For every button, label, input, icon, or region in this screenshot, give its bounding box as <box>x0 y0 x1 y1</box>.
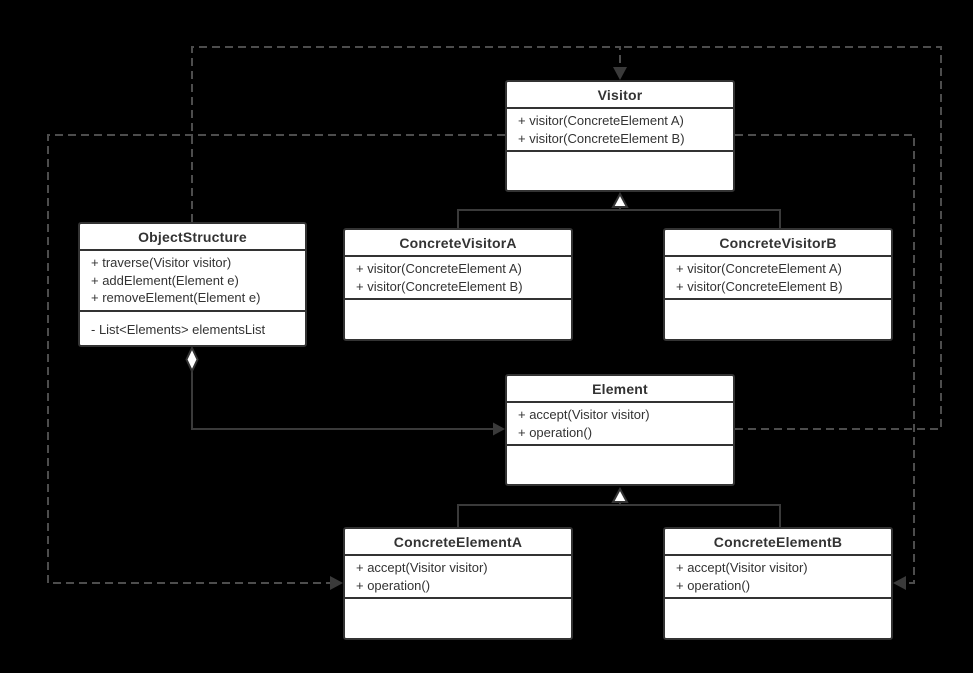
dependency-element-to-visitor <box>620 46 942 430</box>
class-visitor-empty-compartment <box>507 150 733 190</box>
arrowhead-into-concreteelementa-icon <box>330 576 343 590</box>
attribute-line: - List<Elements> elementsList <box>91 321 266 337</box>
method-line: + accept(Visitor visitor) <box>356 560 488 575</box>
dependency-visitor-to-concreteelementb <box>735 134 915 584</box>
class-concretevisitorb-empty-compartment <box>665 298 891 339</box>
class-concreteelementa: ConcreteElementA + accept(Visitor visito… <box>343 527 573 640</box>
class-concreteelementb-empty-compartment <box>665 597 891 638</box>
class-concretevisitora-name: ConcreteVisitorA <box>345 230 571 257</box>
class-concretevisitora-methods: + visitor(ConcreteElement A) + visitor(C… <box>345 257 571 298</box>
arrowhead-into-concreteelementb-icon <box>893 576 906 590</box>
class-concretevisitorb-methods: + visitor(ConcreteElement A) + visitor(C… <box>665 257 891 298</box>
method-line: + visitor(ConcreteElement B) <box>518 130 685 146</box>
class-objectstructure-name: ObjectStructure <box>80 224 305 251</box>
dependency-visitor-to-concreteelementa <box>47 134 505 584</box>
arrowhead-into-element-icon <box>493 422 505 436</box>
method-line: + visitor(ConcreteElement A) <box>676 261 842 276</box>
class-visitor-methods: + visitor(ConcreteElement A) + visitor(C… <box>507 109 733 150</box>
class-concretevisitora-empty-compartment <box>345 298 571 339</box>
class-concreteelementb-methods: + accept(Visitor visitor) + operation() <box>665 556 891 597</box>
class-visitor: Visitor + visitor(ConcreteElement A) + v… <box>505 80 735 192</box>
class-objectstructure-methods: + traverse(Visitor visitor) + addElement… <box>80 251 305 310</box>
class-concretevisitorb: ConcreteVisitorB + visitor(ConcreteEleme… <box>663 228 893 341</box>
inheritance-triangle-visitor-icon <box>611 191 629 208</box>
arrowhead-into-visitor-top-icon <box>613 67 627 80</box>
method-line: + accept(Visitor visitor) <box>518 407 650 422</box>
class-concreteelementa-methods: + accept(Visitor visitor) + operation() <box>345 556 571 597</box>
method-line: + visitor(ConcreteElement A) <box>518 113 684 128</box>
class-concreteelementb: ConcreteElementB + accept(Visitor visito… <box>663 527 893 640</box>
method-line: + visitor(ConcreteElement B) <box>676 278 843 294</box>
inheritance-triangle-element-icon <box>611 486 629 503</box>
method-line: + operation() <box>518 424 593 440</box>
method-line: + visitor(ConcreteElement B) <box>356 278 523 294</box>
class-objectstructure-attributes: - List<Elements> elementsList <box>80 309 305 346</box>
class-element-methods: + accept(Visitor visitor) + operation() <box>507 403 733 444</box>
class-visitor-name: Visitor <box>507 82 733 109</box>
class-concretevisitora: ConcreteVisitorA + visitor(ConcreteEleme… <box>343 228 573 341</box>
inheritance-lines-visitor <box>457 206 781 228</box>
class-element-name: Element <box>507 376 733 403</box>
method-line: + accept(Visitor visitor) <box>676 560 808 575</box>
aggregation-diamond-icon <box>185 345 199 374</box>
dependency-objectstructure-to-visitor <box>191 46 621 222</box>
method-line: + traverse(Visitor visitor) <box>91 255 232 270</box>
method-line: + operation() <box>676 577 751 593</box>
method-line: + addElement(Element e) <box>91 272 239 288</box>
method-line: + removeElement(Element e) <box>91 290 261 305</box>
method-line: + operation() <box>356 577 431 593</box>
class-element: Element + accept(Visitor visitor) + oper… <box>505 374 735 486</box>
class-concreteelementa-name: ConcreteElementA <box>345 529 571 556</box>
class-concreteelementb-name: ConcreteElementB <box>665 529 891 556</box>
inheritance-lines-element <box>457 501 781 527</box>
class-element-empty-compartment <box>507 444 733 484</box>
aggregation-objectstructure-to-element <box>191 370 494 430</box>
class-objectstructure: ObjectStructure + traverse(Visitor visit… <box>78 222 307 347</box>
class-concreteelementa-empty-compartment <box>345 597 571 638</box>
method-line: + visitor(ConcreteElement A) <box>356 261 522 276</box>
class-concretevisitorb-name: ConcreteVisitorB <box>665 230 891 257</box>
